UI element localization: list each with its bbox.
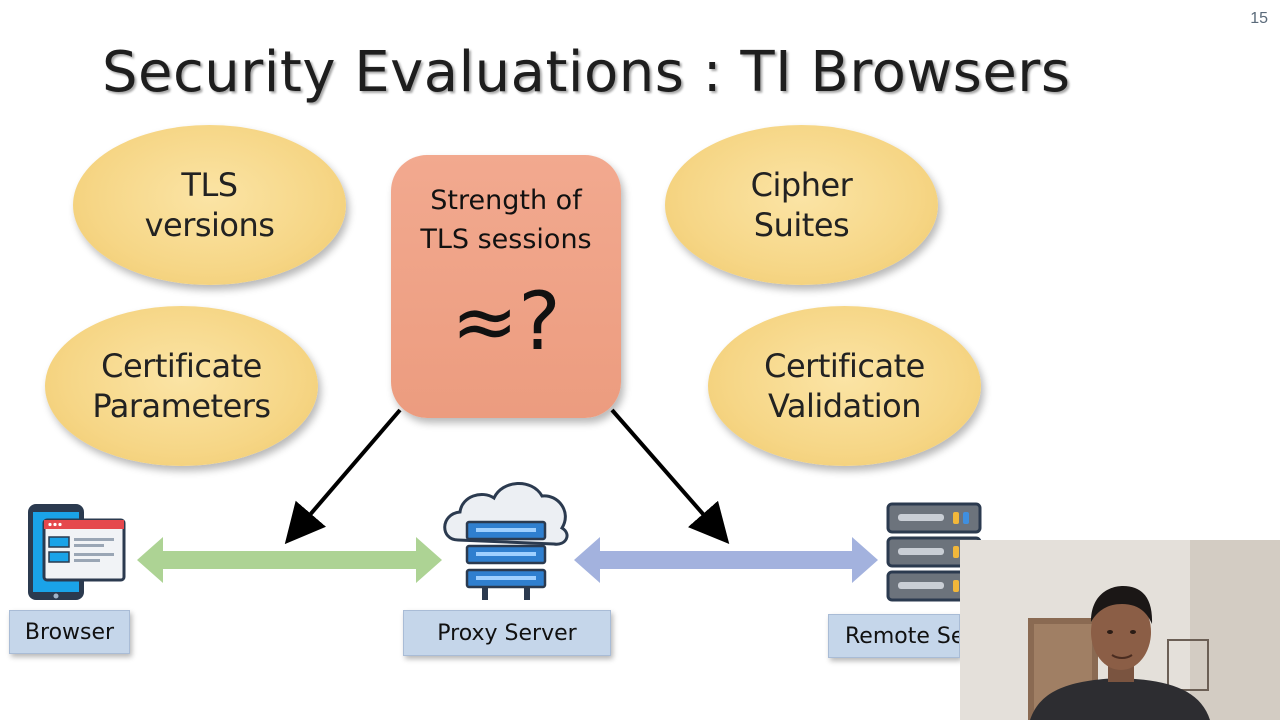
webcam-scene xyxy=(960,540,1280,720)
ellipse-certificate-validation: Certificate Validation xyxy=(708,306,981,466)
ellipse-tls-versions: TLS versions xyxy=(73,125,346,285)
browser-icon xyxy=(28,504,126,600)
presenter-webcam xyxy=(960,540,1280,720)
remote-server-label: Remote Se xyxy=(828,614,960,658)
server-rack-icon xyxy=(886,502,982,602)
slide-number: 15 xyxy=(1250,10,1268,27)
proxy-server-label: Proxy Server xyxy=(403,610,611,656)
tls-strength-box: Strength of TLS sessions ≈? xyxy=(391,155,621,418)
approx-question-symbol: ≈? xyxy=(451,275,561,368)
slide-title: Security Evaluations : TI Browsers xyxy=(102,40,1071,105)
ellipse-certificate-parameters: Certificate Parameters xyxy=(45,306,318,466)
tls-strength-caption: Strength of TLS sessions xyxy=(420,185,592,255)
blue-double-arrow xyxy=(574,537,878,583)
ellipse-cipher-suites: Cipher Suites xyxy=(665,125,938,285)
left-arrow xyxy=(284,408,402,545)
green-double-arrow xyxy=(137,537,442,583)
cloud-server-icon xyxy=(443,482,569,600)
browser-label: Browser xyxy=(9,610,130,654)
right-arrow xyxy=(610,408,730,545)
